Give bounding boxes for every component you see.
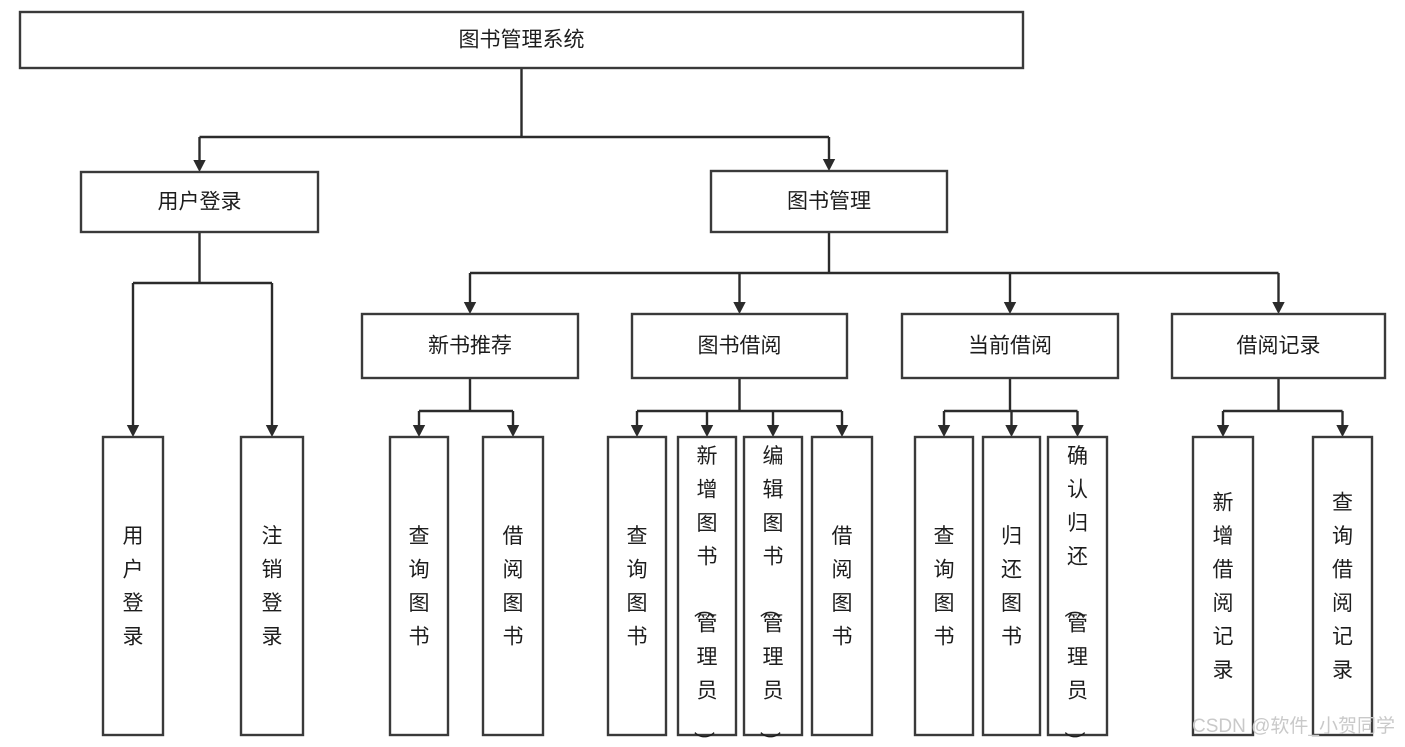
leaf-用户登录[interactable]: 用户登录 [101, 435, 165, 737]
node-label: 查询图书 [627, 525, 648, 649]
arrowhead-icon [1005, 425, 1018, 437]
node-label: 图书借阅 [698, 335, 782, 358]
node-当前借阅[interactable]: 当前借阅 [900, 312, 1120, 380]
leaf-查询图书[interactable]: 查询图书 [913, 435, 975, 737]
node-label: 借阅图书 [832, 525, 853, 649]
leaf-确认归还管理员[interactable]: 确认归还（管理员） [1046, 435, 1109, 747]
node-rect[interactable] [742, 435, 804, 737]
node-label: 查询图书 [934, 525, 955, 649]
node-label: 新增图书（管理员） [692, 445, 718, 747]
watermark-label: CSDN @软件_小贺同学 [1192, 715, 1395, 737]
node-rect[interactable] [1191, 435, 1255, 737]
arrowhead-icon [937, 425, 951, 437]
node-rect[interactable] [239, 435, 305, 737]
node-label: 确认归还（管理员） [1062, 445, 1088, 747]
arrowhead-icon [822, 159, 836, 171]
leaf-借阅图书[interactable]: 借阅图书 [481, 435, 545, 737]
arrowhead-icon [1336, 425, 1349, 437]
node-boxes: 图书管理系统用户登录用户登录注销登录图书管理新书推荐查询图书借阅图书图书借阅查询… [18, 10, 1387, 747]
node-label: 编辑图书（管理员） [758, 445, 784, 747]
node-rect[interactable] [709, 169, 949, 234]
node-rect[interactable] [676, 435, 738, 737]
arrowhead-icon [630, 425, 644, 437]
node-rect[interactable] [18, 10, 1025, 70]
node-label: 当前借阅 [968, 335, 1052, 358]
arrowhead-icon [193, 160, 206, 172]
leaf-编辑图书管理员[interactable]: 编辑图书（管理员） [742, 435, 804, 747]
node-rect[interactable] [606, 435, 668, 737]
node-rect[interactable] [1046, 435, 1109, 737]
leaf-新增借阅记录[interactable]: 新增借阅记录 [1191, 435, 1255, 737]
node-rect[interactable] [388, 435, 450, 737]
leaf-新增图书管理员[interactable]: 新增图书（管理员） [676, 435, 738, 747]
leaf-查询图书[interactable]: 查询图书 [388, 435, 450, 737]
node-rect[interactable] [360, 312, 580, 380]
node-label: 查询借阅记录 [1332, 492, 1353, 683]
node-label: 注销登录 [262, 525, 283, 649]
node-label: 新书推荐 [428, 335, 512, 358]
arrowhead-icon [1272, 302, 1285, 314]
node-新书推荐[interactable]: 新书推荐 [360, 312, 580, 380]
node-label: 用户登录 [123, 525, 144, 649]
leaf-查询借阅记录[interactable]: 查询借阅记录 [1311, 435, 1374, 737]
node-rect[interactable] [913, 435, 975, 737]
leaf-查询图书[interactable]: 查询图书 [606, 435, 668, 737]
node-用户登录[interactable]: 用户登录 [79, 170, 320, 234]
arrowhead-icon [265, 425, 279, 437]
node-label: 查询图书 [409, 525, 430, 649]
connector-lines [126, 68, 1349, 437]
node-rect[interactable] [1170, 312, 1387, 380]
node-rect[interactable] [810, 435, 874, 737]
arrowhead-icon [412, 425, 426, 437]
arrowhead-icon [1003, 302, 1017, 314]
node-rect[interactable] [481, 435, 545, 737]
node-label: 借阅图书 [503, 525, 524, 649]
node-label: 归还图书 [1001, 525, 1022, 649]
node-图书管理[interactable]: 图书管理 [709, 169, 949, 234]
arrowhead-icon [700, 425, 714, 437]
node-图书管理系统[interactable]: 图书管理系统 [18, 10, 1025, 70]
node-rect[interactable] [900, 312, 1120, 380]
arrowhead-icon [733, 302, 746, 314]
arrowhead-icon [506, 425, 520, 437]
node-label: 用户登录 [158, 191, 242, 214]
arrowhead-icon [126, 425, 140, 437]
node-rect[interactable] [1311, 435, 1374, 737]
node-rect[interactable] [79, 170, 320, 234]
arrowhead-icon [766, 425, 780, 437]
node-label: 图书管理 [787, 190, 871, 213]
node-rect[interactable] [101, 435, 165, 737]
node-rect[interactable] [981, 435, 1042, 737]
leaf-归还图书[interactable]: 归还图书 [981, 435, 1042, 737]
node-label: 图书管理系统 [459, 29, 585, 52]
node-图书借阅[interactable]: 图书借阅 [630, 312, 849, 380]
arrowhead-icon [1216, 425, 1230, 437]
node-rect[interactable] [630, 312, 849, 380]
arrowhead-icon [1071, 425, 1084, 437]
arrowhead-icon [463, 302, 477, 314]
leaf-借阅图书[interactable]: 借阅图书 [810, 435, 874, 737]
node-label: 借阅记录 [1237, 335, 1321, 358]
leaf-注销登录[interactable]: 注销登录 [239, 435, 305, 737]
node-label: 新增借阅记录 [1213, 492, 1234, 683]
arrowhead-icon [835, 425, 849, 437]
node-借阅记录[interactable]: 借阅记录 [1170, 312, 1387, 380]
